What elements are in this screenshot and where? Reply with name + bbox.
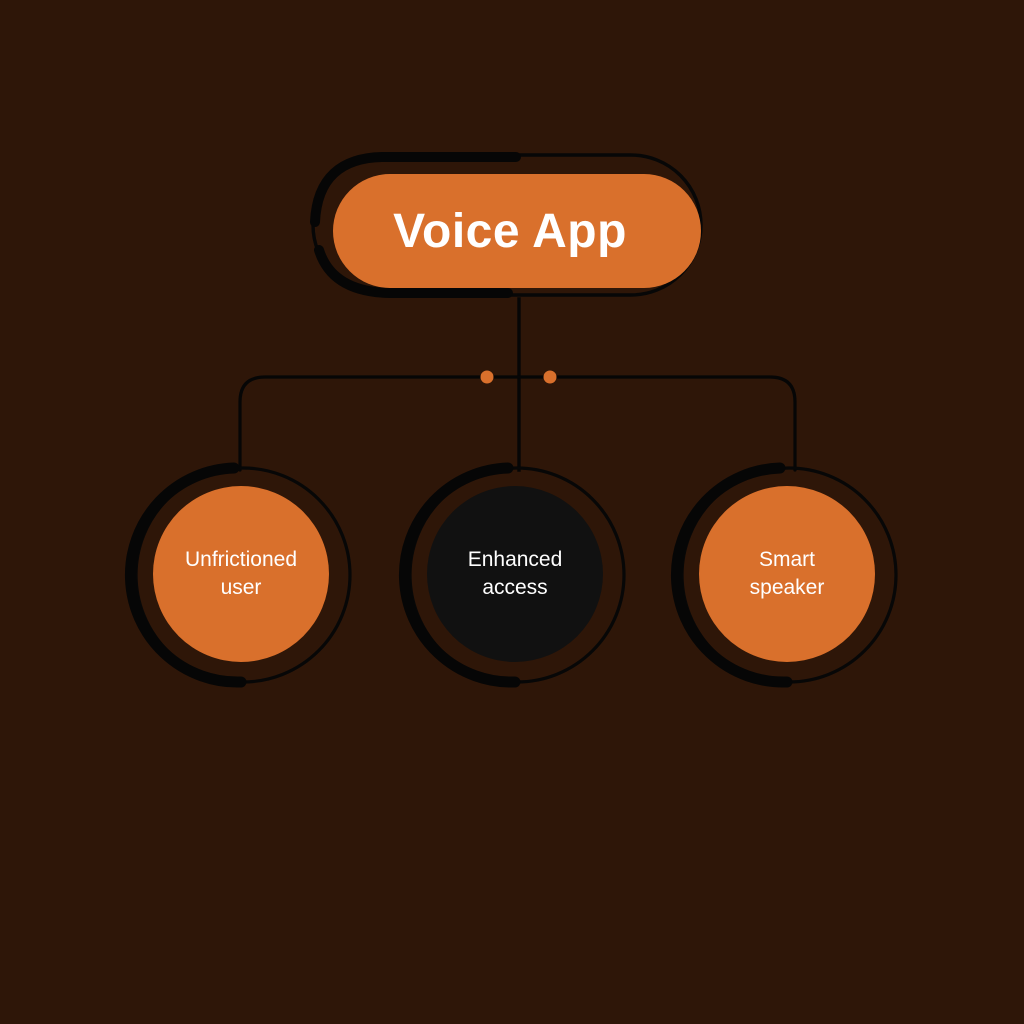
child-node-1-sketch-stroke [399, 462, 521, 688]
child-node-0-sketch-stroke [125, 462, 247, 688]
child-node-unfrictioned-user[interactable] [125, 462, 352, 688]
child-node-0-fill [153, 486, 329, 662]
root-node-sketch-stroke-top [310, 152, 521, 227]
connector-branch-left [238, 375, 521, 472]
child-node-smart-speaker[interactable] [671, 462, 898, 688]
connector-branch-right [517, 375, 797, 472]
child-node-enhanced-access[interactable] [399, 462, 626, 688]
root-node-fill [333, 174, 701, 288]
root-node[interactable] [310, 152, 703, 298]
child-node-2-fill [699, 486, 875, 662]
root-node-sketch-stroke-bottom [314, 245, 513, 298]
connector-dot-right-icon [543, 370, 557, 384]
connector-group [238, 297, 797, 472]
child-node-2-sketch-stroke [671, 462, 793, 688]
connector-dot-left-icon [480, 370, 494, 384]
child-node-1-fill [427, 486, 603, 662]
